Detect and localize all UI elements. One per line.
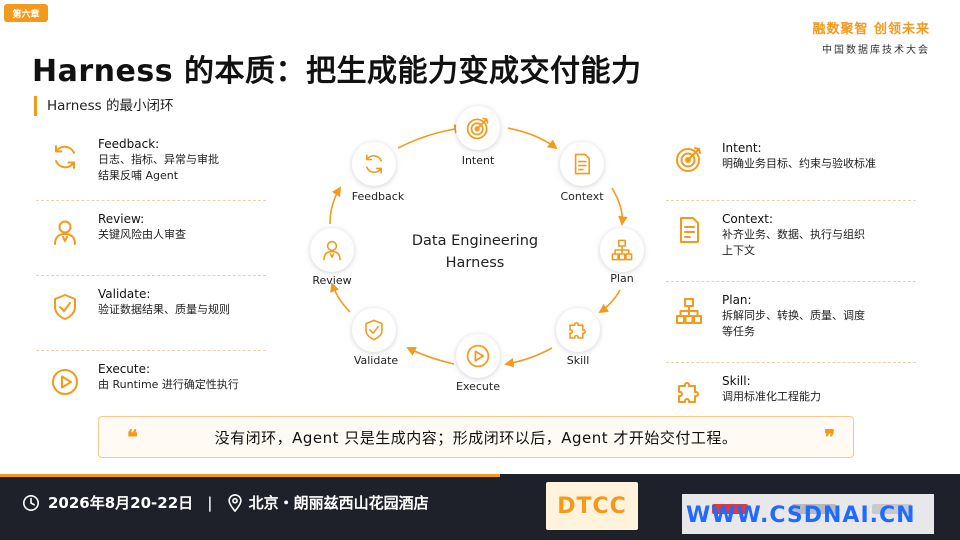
event-date: 2026年8月20-22日 [48,494,194,512]
cycle-label-execute: Execute [456,380,500,393]
sponsor-logo [792,504,836,514]
hierarchy-icon [676,298,702,324]
arrow-validate-review [330,282,351,313]
item-title: Review: [98,212,145,226]
item-title: Context: [722,212,774,226]
cycle-node-skill [556,308,600,352]
item-desc: 上下文 [722,244,755,257]
arrow-plan-skill [598,289,621,314]
user-icon [323,240,341,261]
arrow-context-plan [611,187,628,226]
document-icon [680,217,699,243]
location-pin-icon [227,493,242,512]
item-desc: 调用标准化工程能力 [722,390,821,403]
arrow-intent-context [507,127,558,150]
right-item-skill: Skill: 调用标准化工程能力 [666,363,916,433]
event-location: 北京・朗丽兹西山花园酒店 [248,494,429,512]
refresh-icon [366,154,382,174]
brand-subtitle: 中国数据库技术大会 [822,45,930,56]
section-subtitle: Harness 的最小闭环 [34,96,173,116]
refresh-icon [55,145,75,169]
item-title: Feedback: [98,137,160,151]
right-item-context: Context: 补齐业务、数据、执行与组织 上下文 [666,201,916,282]
cycle-label-review: Review [312,274,352,287]
footer-event-info: 2026年8月20-22日 | 北京・朗丽兹西山花园酒店 [22,492,429,513]
item-desc: 明确业务目标、约束与验收标准 [722,157,876,170]
target-icon [466,117,489,140]
cycle-node-review [310,228,354,272]
user-icon [54,220,76,245]
item-desc: 由 Runtime 进行确定性执行 [98,378,239,391]
item-title: Execute: [98,362,151,376]
cycle-center-title: Data Engineering Harness [411,233,539,271]
brand-block: 融数聚智 创领未来 中国数据库技术大会 [812,18,930,56]
left-item-feedback: Feedback: 日志、指标、异常与审批 结果反哺 Agent [36,126,266,201]
right-item-list: Intent: 明确业务目标、约束与验收标准 Context: 补齐业务、数据、… [666,130,916,433]
cycle-node-intent [456,106,500,150]
play-icon [466,344,490,368]
left-item-review: Review: 关键风险由人审查 [36,201,266,276]
right-item-plan: Plan: 拆解同步、转换、质量、调度 等任务 [666,282,916,363]
shield-check-icon [365,319,383,341]
left-item-validate: Validate: 验证数据结果、质量与规则 [36,276,266,351]
sponsor-logo [872,504,912,514]
watermark-text: WWW.CSDNAI.CN [686,503,916,528]
page-title: Harness 的本质：把生成能力变成交付能力 [32,54,642,89]
sponsor-logos-area [682,494,934,534]
brand-slogan: 融数聚智 创领未来 [812,22,930,37]
left-item-list: Feedback: 日志、指标、异常与审批 结果反哺 Agent Review:… [36,126,266,425]
document-icon [574,153,590,175]
arrow-execute-validate [406,347,455,365]
arrow-feedback-intent [397,124,464,149]
item-desc: 日志、指标、异常与审批 [98,153,219,166]
arrow-review-feedback [329,186,342,225]
quote-close-icon: ❞ [824,425,835,449]
puzzle-icon [569,322,586,339]
cycle-label-feedback: Feedback [351,190,405,203]
clock-icon [22,494,40,511]
footer-accent-line [0,474,500,477]
cycle-node-execute [456,334,500,378]
sponsor-logo [712,504,748,514]
footer-separator: | [207,493,213,512]
item-title: Skill: [722,374,751,388]
item-desc: 关键风险由人审查 [98,228,186,241]
item-desc: 结果反哺 Agent [98,169,179,182]
cycle-label-context: Context [560,190,604,203]
right-item-intent: Intent: 明确业务目标、约束与验收标准 [666,130,916,201]
arrow-skill-execute [504,347,553,368]
item-desc: 验证数据结果、质量与规则 [98,303,230,316]
cycle-label-skill: Skill [566,354,590,367]
item-desc: 拆解同步、转换、质量、调度 [722,309,865,322]
item-desc: 等任务 [722,325,755,338]
quote-box: ❝ 没有闭环，Agent 只是生成内容；形成闭环以后，Agent 才开始交付工程… [98,416,854,458]
cycle-label-validate: Validate [353,354,399,367]
item-title: Intent: [722,141,762,155]
quote-text: 没有闭环，Agent 只是生成内容；形成闭环以后，Agent 才开始交付工程。 [214,428,738,447]
item-title: Validate: [98,287,151,301]
hierarchy-icon [611,239,633,261]
cycle-label-plan: Plan [610,272,634,285]
left-item-execute: Execute: 由 Runtime 进行确定性执行 [36,351,266,425]
target-icon [676,147,701,172]
play-icon [52,369,78,395]
dtcc-logo: DTCC [546,482,638,530]
shield-check-icon [54,294,76,320]
cycle-node-context [560,142,604,186]
quote-open-icon: ❝ [127,425,138,449]
cycle-node-plan [600,228,644,272]
cycle-node-validate [352,308,396,352]
item-title: Plan: [722,293,752,307]
harness-cycle-diagram: Intent Context Plan Skill [290,100,660,400]
cycle-node-feedback [352,142,396,186]
cycle-label-intent: Intent [461,154,495,167]
chapter-tag: 第六章 [4,4,48,22]
puzzle-icon [678,382,699,403]
item-desc: 补齐业务、数据、执行与组织 [722,228,865,241]
